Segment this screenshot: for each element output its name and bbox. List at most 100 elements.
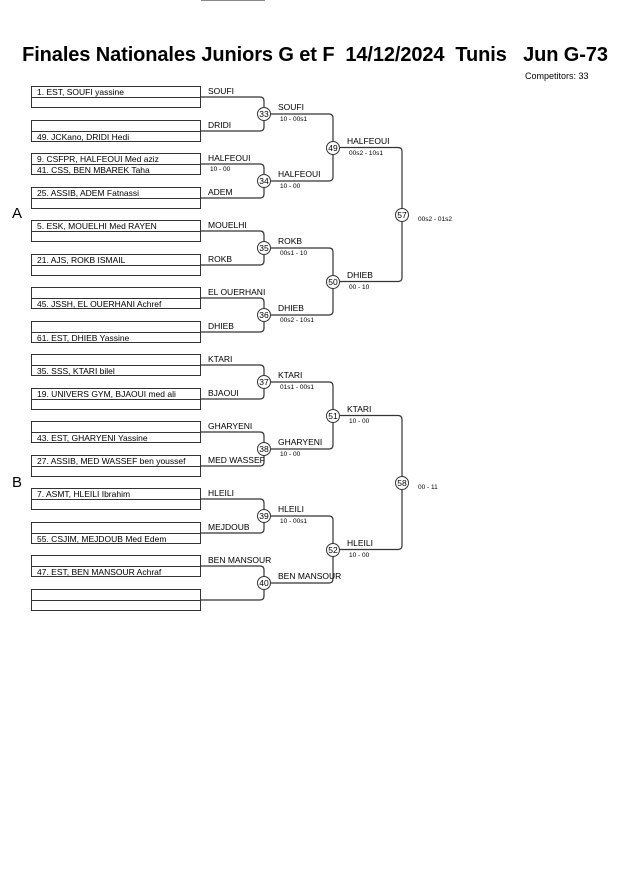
match-winner: HALFEOUI xyxy=(347,135,390,146)
match-number-badge[interactable]: 36 xyxy=(257,308,271,322)
match-winner: HLEILI xyxy=(347,537,373,548)
match-number-badge[interactable]: 35 xyxy=(257,241,271,255)
match-number-badge[interactable]: 52 xyxy=(326,542,340,557)
match-number-badge[interactable]: 40 xyxy=(257,576,271,590)
match-winner: SOUFI xyxy=(278,102,304,112)
competitor-slot-bottom: 45. JSSH, EL OUERHANI Achref xyxy=(37,299,162,309)
page-title: Finales Nationales Juniors G et F 14/12/… xyxy=(22,44,608,66)
match-score: 10 - 00 xyxy=(349,551,370,559)
match-score: 00s2 - 01s2 xyxy=(418,215,452,223)
match-score: 00 - 10 xyxy=(349,283,370,291)
competitor-box[interactable]: 19. UNIVERS GYM, BJAOUI med ali xyxy=(31,388,201,410)
competitor-box[interactable]: 43. EST, GHARYENI Yassine xyxy=(31,421,201,443)
match-number-badge[interactable]: 50 xyxy=(326,274,340,289)
box-divider xyxy=(32,365,200,366)
competitor-slot-top: 19. UNIVERS GYM, BJAOUI med ali xyxy=(37,389,176,399)
bracket-corner xyxy=(328,515,334,584)
match-number-badge[interactable]: 58 xyxy=(395,475,409,490)
competitor-slot-top: 21. AJS, ROKB ISMAIL xyxy=(37,255,126,265)
match-winner: KTARI xyxy=(347,403,372,414)
competitor-box[interactable]: 25. ASSIB, ADEM Fatnassi xyxy=(31,187,201,209)
match-score: 00s2 - 10s1 xyxy=(280,317,314,324)
advancer-name: EL OUERHANI xyxy=(208,287,266,297)
bracket-corner xyxy=(259,230,265,266)
competitor-slot-bottom: 35. SSS, KTARI bilel xyxy=(37,366,115,376)
bracket-corner xyxy=(328,113,334,182)
competitor-box[interactable] xyxy=(31,589,201,611)
competitor-box[interactable]: 7. ASMT, HLEILI Ibrahim xyxy=(31,488,201,510)
competitor-slot-bottom: 49. JCKano, DRIDI Hedi xyxy=(37,132,130,142)
match-number-badge[interactable]: 57 xyxy=(395,207,409,222)
competitor-slot-bottom: 43. EST, GHARYENI Yassine xyxy=(37,433,148,443)
match-score: 10 - 00 xyxy=(349,417,370,425)
pool-label-b: B xyxy=(12,474,23,491)
box-divider xyxy=(32,466,200,467)
box-divider xyxy=(32,566,200,567)
competitor-slot-bottom: 61. EST, DHIEB Yassine xyxy=(37,333,130,343)
match-winner: GHARYENI xyxy=(278,437,323,447)
match-number-badge[interactable]: 39 xyxy=(257,509,271,523)
advancer-name: HALFEOUI xyxy=(208,153,251,163)
competitor-slot-top: 7. ASMT, HLEILI Ibrahim xyxy=(37,489,131,499)
match-number-badge[interactable]: 37 xyxy=(257,375,271,389)
match-winner: DHIEB xyxy=(347,269,373,280)
match-winner: BEN MANSOUR xyxy=(278,571,342,581)
competitors-count: Competitors: 33 xyxy=(525,71,589,81)
match-number-badge[interactable]: 33 xyxy=(257,107,271,121)
competitor-box[interactable]: 47. EST, BEN MANSOUR Achraf xyxy=(31,555,201,577)
match-score: 00s1 - 10 xyxy=(280,250,308,257)
advancer-name: MEJDOUB xyxy=(208,522,250,532)
advancer-name: ADEM xyxy=(208,187,233,197)
bracket-corner xyxy=(259,297,265,333)
competitor-slot-top: 9. CSFPR, HALFEOUI Med aziz xyxy=(37,154,159,164)
box-divider xyxy=(32,97,200,98)
competitor-box[interactable]: 21. AJS, ROKB ISMAIL xyxy=(31,254,201,276)
competitor-slot-top: 25. ASSIB, ADEM Fatnassi xyxy=(37,188,140,198)
bracket-corner xyxy=(397,414,403,551)
match-score: 10 - 00s1 xyxy=(280,116,308,123)
match-winner: HALFEOUI xyxy=(278,169,321,179)
competitor-box[interactable]: 1. EST, SOUFI yassine xyxy=(31,86,201,108)
competitor-slot-bottom: 47. EST, BEN MANSOUR Achraf xyxy=(37,567,162,577)
competitor-slot-top: 27. ASSIB, MED WASSEF ben youssef xyxy=(37,456,186,466)
competitor-box[interactable]: 45. JSSH, EL OUERHANI Achref xyxy=(31,287,201,309)
box-divider xyxy=(32,298,200,299)
advancer-name: MED WASSEF xyxy=(208,455,265,465)
box-divider xyxy=(32,231,200,232)
competitor-box[interactable]: 27. ASSIB, MED WASSEF ben youssef xyxy=(31,455,201,477)
advancer-name: HLEILI xyxy=(208,488,234,498)
bracket-corner xyxy=(328,247,334,316)
advancer-score: 10 - 00 xyxy=(210,166,231,173)
bracket-corner xyxy=(397,146,403,283)
bracket-corner xyxy=(259,364,265,400)
competitor-box[interactable]: 35. SSS, KTARI bilel xyxy=(31,354,201,376)
bracket-corner xyxy=(259,498,265,534)
competitor-box[interactable]: 49. JCKano, DRIDI Hedi xyxy=(31,120,201,142)
match-score: 10 - 00s1 xyxy=(280,518,308,525)
match-score: 10 - 00 xyxy=(280,183,301,190)
match-number-badge[interactable]: 49 xyxy=(326,140,340,155)
match-score: 10 - 00 xyxy=(280,451,301,458)
match-winner: ROKB xyxy=(278,236,303,246)
match-number-badge[interactable]: 34 xyxy=(257,174,271,188)
match-score: 01s1 - 00s1 xyxy=(280,384,314,391)
box-divider xyxy=(32,198,200,199)
advancer-name: MOUELHI xyxy=(208,220,247,230)
match-number-badge[interactable]: 38 xyxy=(257,442,271,456)
advancer-name: GHARYENI xyxy=(208,421,253,431)
competitor-box[interactable]: 55. CSJIM, MEJDOUB Med Edem xyxy=(31,522,201,544)
advancer-name: ROKB xyxy=(208,254,233,264)
bracket-corner xyxy=(259,431,265,467)
bracket-corner xyxy=(259,96,265,132)
match-winner: KTARI xyxy=(278,370,303,380)
competitor-box[interactable]: 61. EST, DHIEB Yassine xyxy=(31,321,201,343)
box-divider xyxy=(32,399,200,400)
box-divider xyxy=(32,432,200,433)
advancer-name: DRIDI xyxy=(208,120,232,130)
competitor-box[interactable]: 5. ESK, MOUELHI Med RAYEN xyxy=(31,220,201,242)
advancer-name: DHIEB xyxy=(208,321,234,331)
match-winner: DHIEB xyxy=(278,303,304,313)
match-number-badge[interactable]: 51 xyxy=(326,408,340,423)
